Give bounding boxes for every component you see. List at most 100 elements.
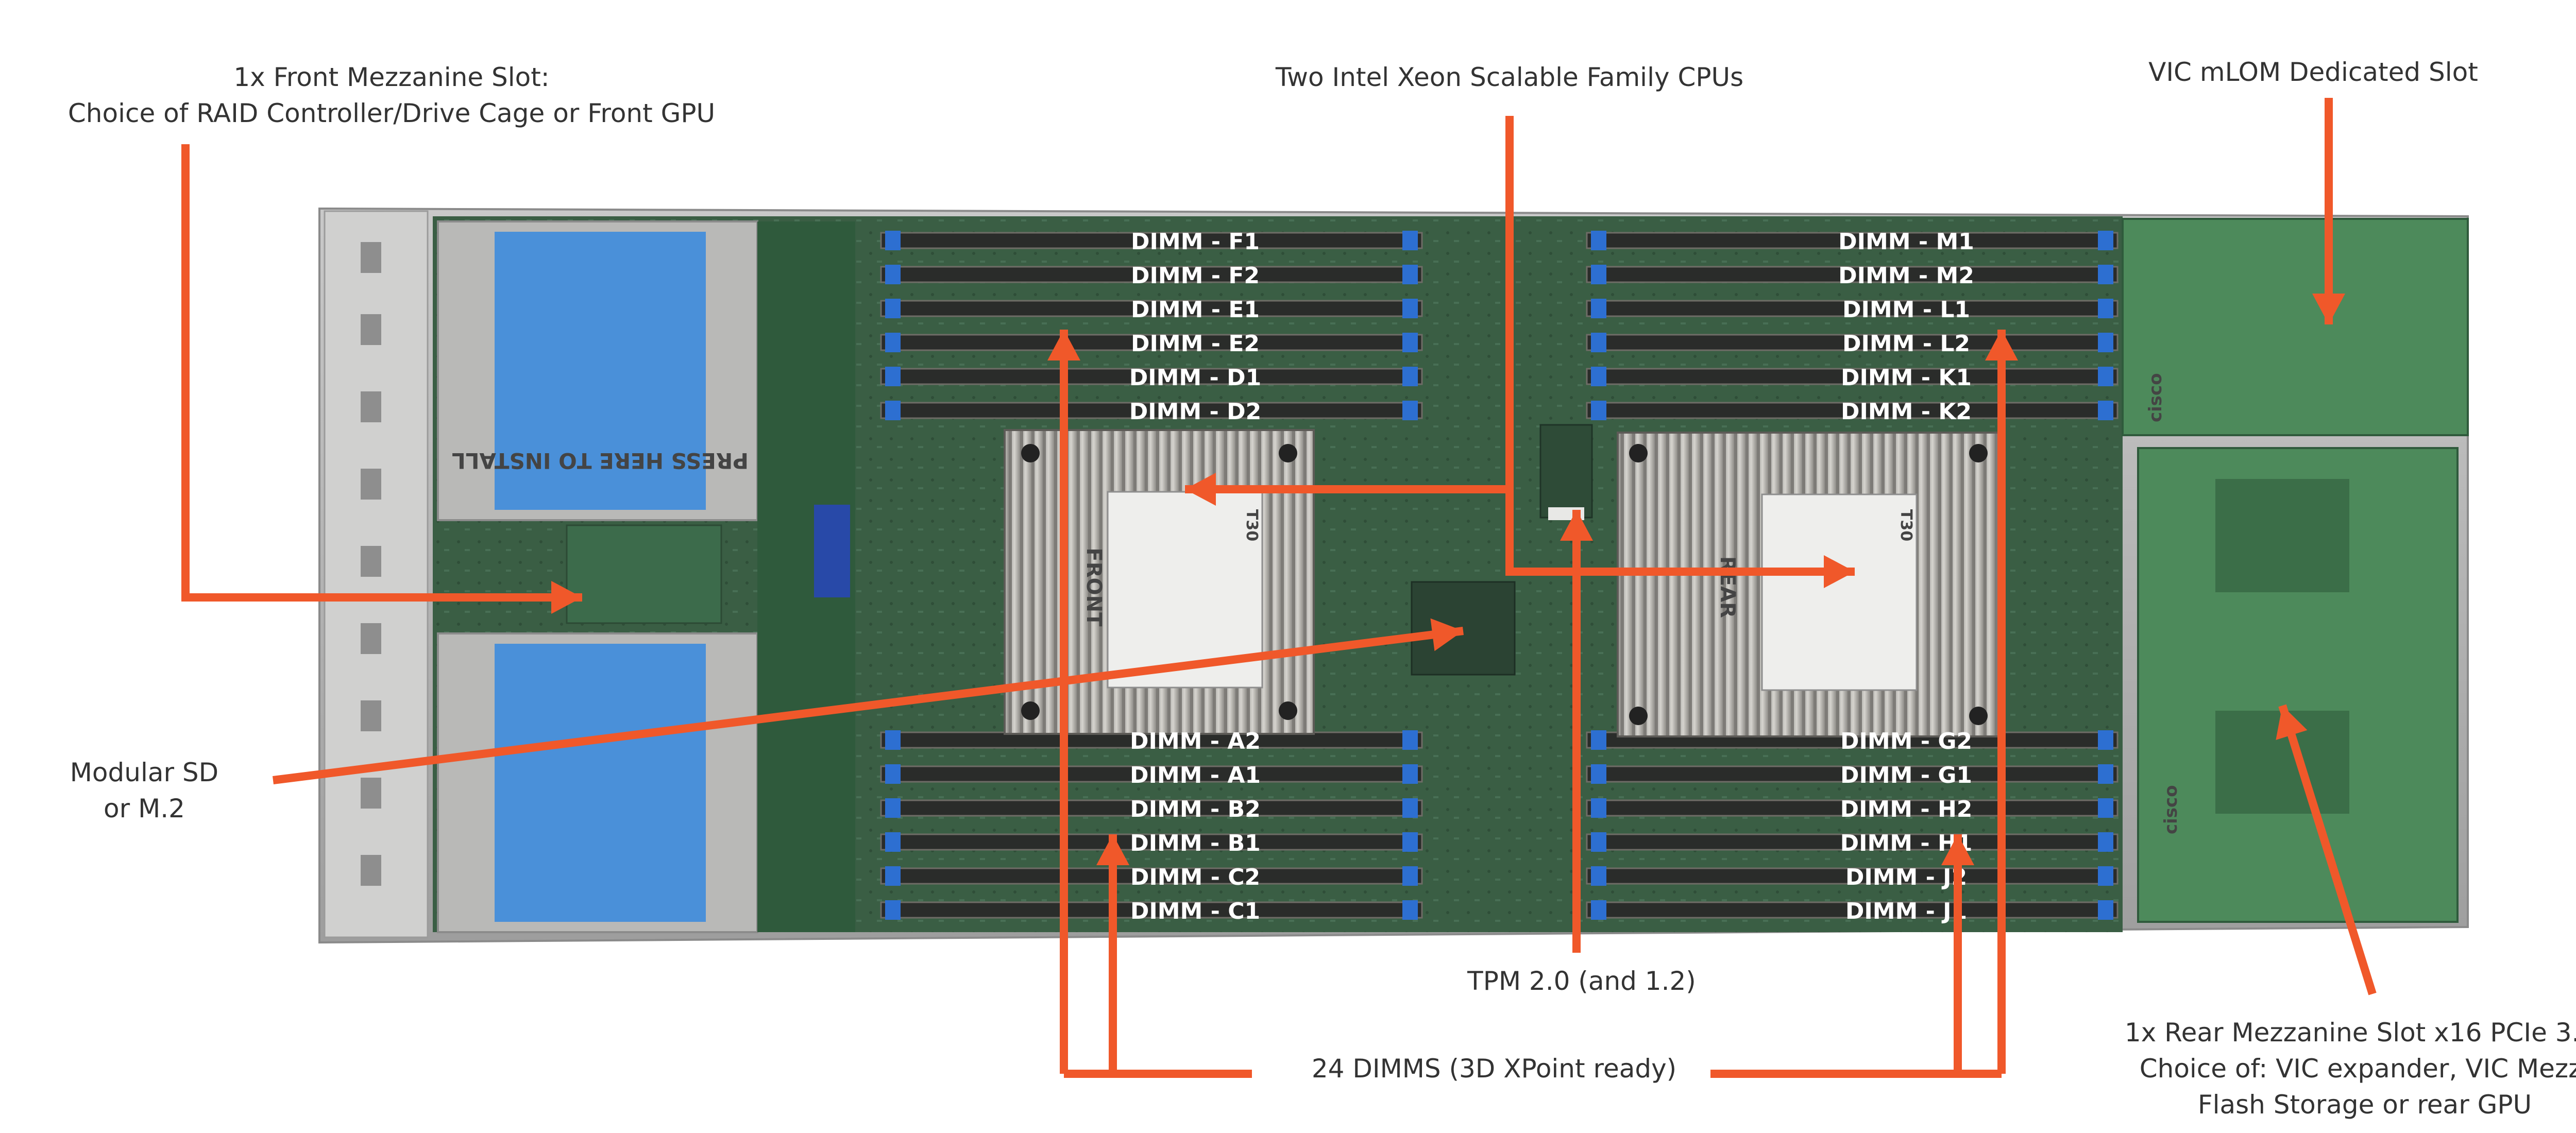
dimm-latch — [2098, 265, 2113, 284]
dimm-latch — [1402, 265, 1418, 284]
dimm-latch — [1402, 401, 1418, 420]
dimm-label: DIMM - M2 — [1838, 263, 1974, 289]
dimm-slot — [1586, 799, 2119, 817]
modular-sd-slot — [1411, 581, 1516, 676]
dimm-latch — [885, 730, 901, 750]
dimm-latch — [2098, 764, 2113, 784]
dimm-latch — [2098, 333, 2113, 352]
dimm-label: DIMM - B2 — [1130, 796, 1261, 822]
dimm-latch — [2098, 866, 2113, 886]
dimm-latch — [1402, 832, 1418, 852]
dimm-slot — [880, 402, 1423, 419]
arrow-rear-mezzanine — [2278, 704, 2377, 995]
dimm-latch — [2098, 798, 2113, 818]
dimm-latch — [2098, 900, 2113, 920]
callout-dimms: 24 DIMMS (3D XPoint ready) — [1257, 1051, 1731, 1087]
dimm-label: DIMM - F2 — [1131, 263, 1260, 289]
dimm-slot — [1586, 867, 2119, 885]
dimm-latch — [1402, 764, 1418, 784]
callout-front-mezzanine-line1: 1x Front Mezzanine Slot: — [233, 62, 550, 92]
drive-tray-marking: PRESS HERE TO INSTALL — [452, 448, 749, 473]
callout-rear-mezzanine: 1x Rear Mezzanine Slot x16 PCIe 3.0: Cho… — [2076, 1015, 2576, 1123]
dimm-latch — [1591, 832, 1606, 852]
dimm-latch — [1591, 265, 1606, 284]
dimm-slot — [880, 232, 1423, 249]
dimm-latch — [885, 866, 901, 886]
dimm-label: DIMM - J1 — [1845, 898, 1967, 924]
arrow-front-mezzanine-head — [551, 581, 582, 614]
arrow-dimms-left-bottom-head — [1096, 834, 1129, 865]
front-drive-bay-bottom — [437, 632, 758, 933]
front-drive-bay-top: PRESS HERE TO INSTALL — [437, 220, 758, 521]
cpu-rear: REAR T30 — [1617, 432, 2000, 737]
dimm-latch — [2098, 367, 2113, 386]
dimm-slot — [1586, 833, 2119, 851]
callout-cpus: Two Intel Xeon Scalable Family CPUs — [1200, 59, 1819, 95]
dimm-latch — [1402, 333, 1418, 352]
arrow-cpu-rear — [1505, 489, 1855, 576]
dimm-latch — [885, 265, 901, 284]
arrow-dimms-left-top-head — [1047, 330, 1080, 360]
callout-vic-mlom: VIC mLOM Dedicated Slot — [2081, 54, 2545, 90]
dimm-label: DIMM - B1 — [1130, 830, 1261, 856]
callout-modular-sd-line1: Modular SD — [70, 758, 219, 787]
arrow-cpu-front-head — [1185, 473, 1216, 506]
dimm-label: DIMM - C1 — [1130, 898, 1260, 924]
dimm-latch — [1591, 798, 1606, 818]
dimm-latch — [2098, 231, 2113, 250]
dimm-slot — [1586, 232, 2119, 249]
callout-arrows — [181, 98, 2377, 1078]
callout-modular-sd: Modular SD or M.2 — [57, 754, 232, 827]
dimm-slot — [880, 765, 1423, 783]
arrow-vic-mlom-head — [2312, 294, 2345, 324]
dimm-slots — [880, 231, 2119, 920]
dimm-latch — [1402, 730, 1418, 750]
dimm-latch — [885, 333, 901, 352]
dimm-slot — [880, 266, 1423, 283]
logo-mlom: cisco — [2145, 373, 2166, 422]
callout-front-mezzanine: 1x Front Mezzanine Slot: Choice of RAID … — [41, 59, 742, 131]
callout-front-mezzanine-line2: Choice of RAID Controller/Drive Cage or … — [67, 98, 716, 128]
heatsink-code-front: T30 — [1243, 509, 1261, 541]
dimm-latch — [885, 401, 901, 420]
dimm-latch — [1402, 231, 1418, 250]
cpu-front-marking: FRONT — [1082, 548, 1106, 627]
callout-cpus-line1: Two Intel Xeon Scalable Family CPUs — [1275, 62, 1744, 92]
dimm-label: DIMM - A2 — [1130, 728, 1261, 754]
dimm-label: DIMM - L2 — [1842, 331, 1970, 357]
dimm-latch — [885, 832, 901, 852]
dimm-label: DIMM - D2 — [1129, 399, 1262, 425]
dimm-slot — [1586, 334, 2119, 351]
callout-rear-mezzanine-line2: Choice of: VIC expander, VIC Mezz, — [2139, 1054, 2576, 1084]
dimm-slot — [880, 867, 1423, 885]
callout-modular-sd-line2: or M.2 — [104, 794, 185, 823]
dimm-latch — [1591, 299, 1606, 318]
dimm-latch — [885, 367, 901, 386]
dimm-latch — [1402, 798, 1418, 818]
dimm-label: DIMM - G1 — [1840, 762, 1972, 788]
dimm-latch — [1591, 730, 1606, 750]
callout-rear-mezzanine-line1: 1x Rear Mezzanine Slot x16 PCIe 3.0: — [2124, 1018, 2576, 1048]
dimm-label: DIMM - K2 — [1841, 399, 1972, 425]
dimm-label: DIMM - L1 — [1842, 297, 1970, 323]
dimm-latch — [2098, 730, 2113, 750]
dimm-slot — [1586, 402, 2119, 419]
dimm-slot — [880, 334, 1423, 351]
dimm-latch — [885, 299, 901, 318]
dimm-latch — [1402, 299, 1418, 318]
dimm-label: DIMM - K1 — [1841, 365, 1972, 391]
cpu-rear-marking: REAR — [1716, 556, 1739, 618]
dimm-slot — [880, 300, 1423, 317]
dimm-latch — [1402, 900, 1418, 920]
dimm-slot — [880, 833, 1423, 851]
dimm-label: DIMM - D1 — [1129, 365, 1262, 391]
dimm-label: DIMM - F1 — [1131, 229, 1260, 255]
dimm-latch — [2098, 401, 2113, 420]
callout-dimms-line1: 24 DIMMS (3D XPoint ready) — [1311, 1054, 1677, 1084]
front-mezzanine-board — [566, 221, 855, 932]
callout-rear-mezzanine-line3: Flash Storage or rear GPU — [2197, 1090, 2532, 1120]
tpm-module — [1539, 424, 1593, 520]
